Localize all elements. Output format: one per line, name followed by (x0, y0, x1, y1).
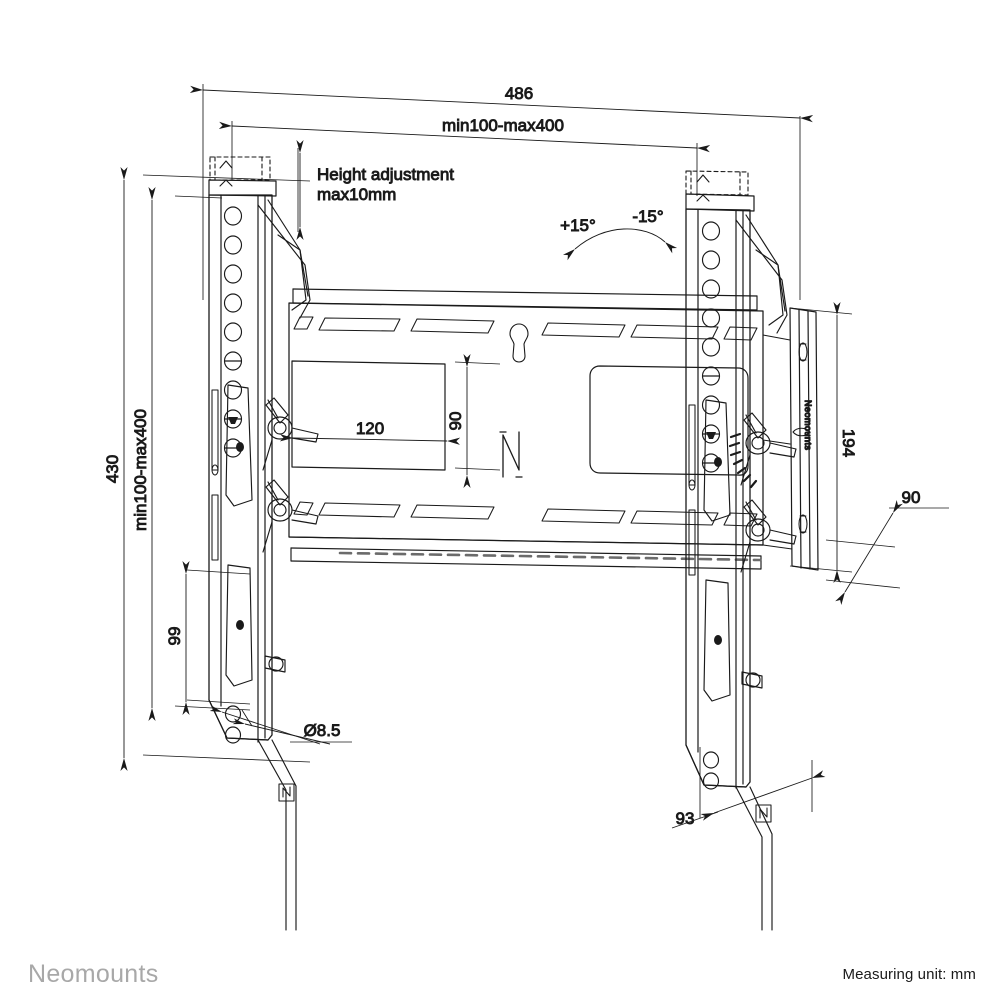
side-profile-brand-text: Neomounts (803, 400, 813, 451)
tilt-label-negative: -15° (632, 207, 663, 226)
dim-label-486: 486 (505, 84, 533, 103)
dim-label-430: 430 (103, 455, 122, 483)
right-vertical-bracket (685, 170, 772, 823)
plate-cutout-left (291, 360, 446, 471)
right-tilt-plate-lower (703, 579, 731, 702)
dim-line-120 (279, 434, 461, 445)
left-knob-lower (262, 479, 319, 553)
plate-cutout-right (589, 365, 749, 476)
right-bracket-ghost (685, 170, 749, 196)
left-bracket-foot (208, 699, 269, 744)
right-bracket-n-badge (755, 804, 772, 823)
dim-line-90-depth (835, 500, 903, 605)
dim-label-120: 120 (356, 419, 384, 438)
dim-line-vesa-width (218, 121, 711, 153)
dim-label-height-adjust-1: Height adjustment (317, 165, 454, 184)
dim-line-hole-diameter (209, 705, 321, 745)
dim-label-93: 93 (676, 809, 695, 828)
dim-label-vesa-height: min100-max400 (131, 409, 150, 531)
dim-leader-93 (671, 811, 719, 829)
right-bracket-slots (688, 404, 696, 576)
plate-n-logo (499, 431, 523, 478)
left-tilt-plate-upper (225, 384, 253, 507)
keyhole-cutout (509, 323, 529, 363)
dim-label-height-adjust-2: max10mm (317, 185, 396, 204)
dim-line-93 (700, 770, 826, 821)
dim-label-hole-diameter: Ø8.5 (304, 721, 341, 740)
left-tilt-plate-lower (225, 564, 253, 687)
right-knob-upper (728, 412, 797, 489)
dim-label-99: 99 (165, 627, 184, 646)
right-knob-hatching (728, 432, 758, 489)
brand-logo-text: Neomounts (28, 959, 159, 988)
right-knob-lower (740, 499, 797, 573)
dim-label-90-plate: 90 (446, 412, 465, 431)
footer: Neomounts Measuring unit: mm (0, 944, 1004, 1004)
dimension-annotations: 486 min100-max400 Height adjustment max1… (103, 84, 949, 828)
left-vertical-bracket (208, 156, 295, 802)
product-illustration: Neomounts (208, 156, 819, 931)
right-side-profile-plate: Neomounts (762, 307, 819, 571)
left-tilt-arm-assembly (257, 199, 319, 931)
left-bracket-ghost (209, 156, 271, 181)
measuring-unit-note: Measuring unit: mm (842, 965, 976, 983)
right-bracket-foot (685, 744, 747, 790)
dim-label-vesa-width: min100-max400 (442, 116, 564, 135)
tilt-arc (562, 228, 678, 261)
right-tilt-plate-upper (703, 399, 731, 522)
tilt-label-positive: +15° (560, 216, 596, 235)
plate-slot-row-top (293, 316, 758, 341)
dim-line-486 (189, 85, 814, 123)
dimension-extension-lines (142, 84, 901, 818)
plate-slot-row-bottom (293, 501, 758, 527)
left-knob-upper (262, 397, 319, 471)
left-bracket-slots (211, 389, 219, 561)
right-bracket-hole-column (701, 221, 721, 473)
dim-label-194: 194 (839, 429, 858, 457)
dim-label-90-depth: 90 (902, 488, 921, 507)
